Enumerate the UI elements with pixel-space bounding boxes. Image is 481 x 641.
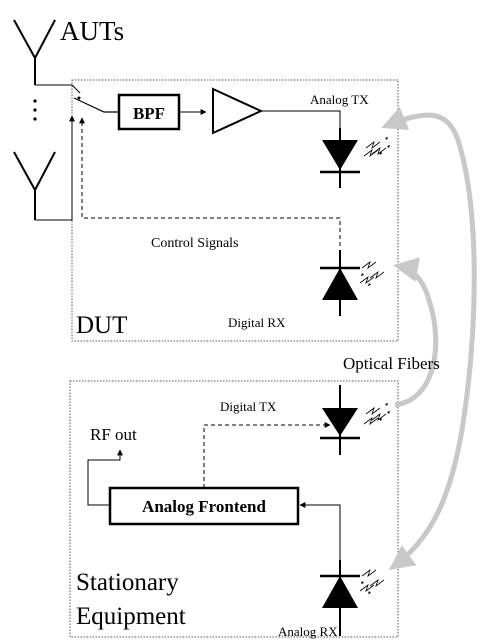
antenna-icon xyxy=(13,151,56,220)
bpf-box xyxy=(117,93,181,131)
control-signal-line xyxy=(79,117,341,246)
analog-tx-label: Analog TX xyxy=(310,92,369,107)
digital-rx-label: Digital RX xyxy=(228,315,286,330)
antenna1-feed xyxy=(35,84,81,94)
digital-tx-label: Digital TX xyxy=(220,399,277,414)
fiber-digital xyxy=(393,257,439,408)
rf-out-label: RF out xyxy=(90,425,137,444)
bpf-label: BPF xyxy=(133,104,165,123)
analog-frontend-box xyxy=(108,486,300,526)
fiber-analog xyxy=(381,106,477,570)
control-signals-label: Control Signals xyxy=(151,236,239,251)
optical-fibers-label: Optical Fibers xyxy=(343,354,440,373)
amplifier-icon xyxy=(212,87,264,135)
analog-rx-feed xyxy=(299,502,341,560)
laser-diode-icon xyxy=(320,128,390,188)
digital-tx-feed xyxy=(203,422,331,488)
photodiode-icon xyxy=(320,250,385,316)
auts-label: AUTs xyxy=(60,16,124,46)
rf-out-line xyxy=(87,449,123,506)
dut-label: DUT xyxy=(76,312,127,339)
stationary-label: Stationary xyxy=(76,569,179,596)
laser-diode-icon xyxy=(320,385,390,455)
analog-rx-label: Analog RX xyxy=(278,624,338,639)
antenna-icon xyxy=(13,19,56,85)
analog-frontend-label: Analog Frontend xyxy=(142,497,266,516)
analog-tx-feed xyxy=(261,110,341,128)
equipment-label: Equipment xyxy=(76,603,186,630)
antenna2-feed xyxy=(35,115,75,221)
photodiode-icon xyxy=(320,560,385,636)
ellipsis-dots xyxy=(33,99,37,121)
